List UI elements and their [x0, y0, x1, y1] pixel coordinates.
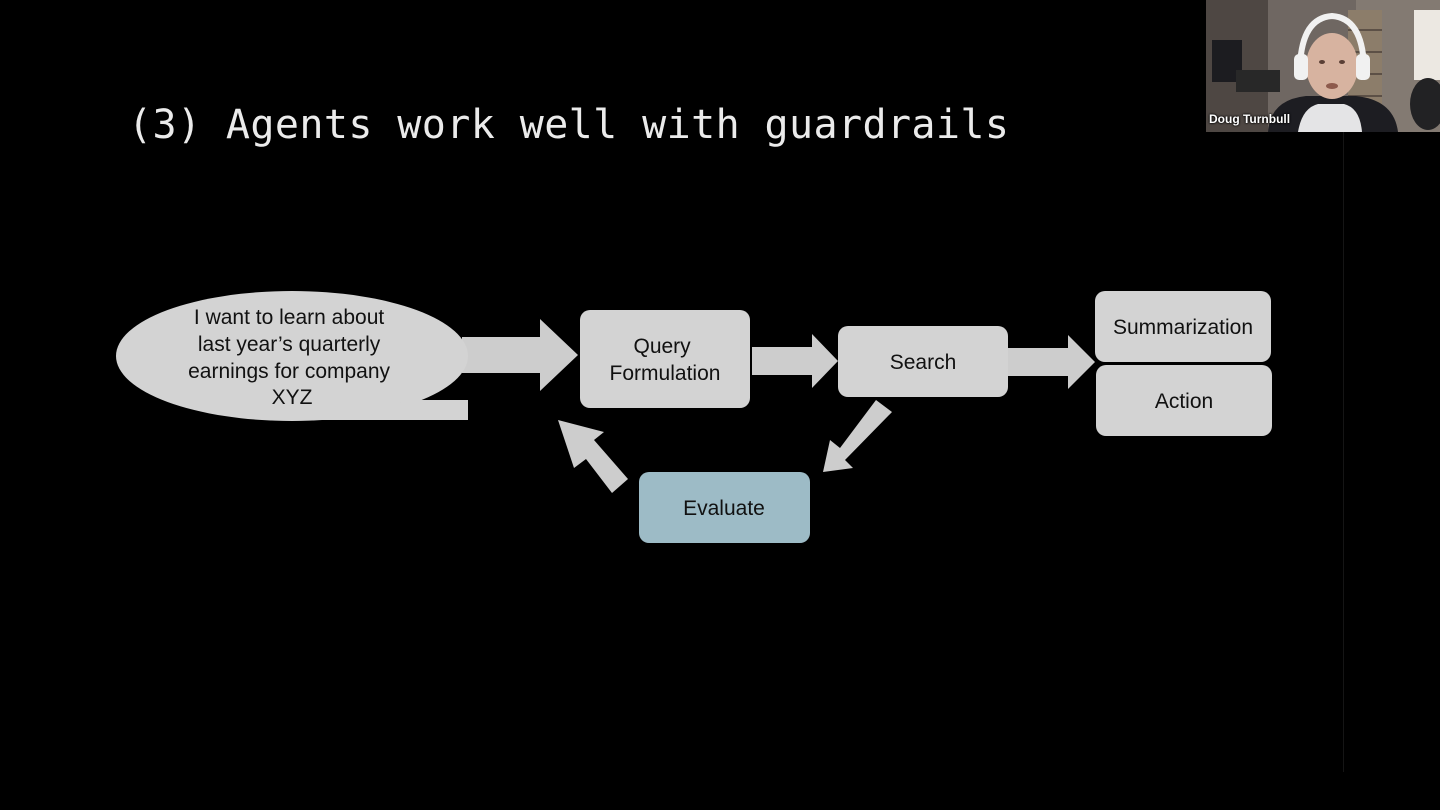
query-formulation-line-2: Formulation	[610, 362, 721, 385]
svg-text:I want to learn about: I want to learn about last year’s quarte…	[188, 306, 396, 409]
prompt-line-3: earnings for company	[188, 360, 390, 383]
search-label: Search	[890, 351, 957, 374]
divider-line	[1343, 132, 1344, 772]
search-node: Search	[838, 326, 1008, 397]
svg-text:Query Formulation: Query Formulation	[610, 335, 721, 385]
arrow-query-to-search	[752, 334, 838, 388]
arrow-search-to-evaluate	[823, 400, 892, 472]
arrow-prompt-to-query	[462, 319, 578, 391]
arrow-evaluate-to-query	[558, 420, 628, 493]
summarization-label: Summarization	[1113, 316, 1253, 339]
prompt-bubble: I want to learn about last year’s quarte…	[116, 291, 468, 421]
summarization-node: Summarization	[1095, 291, 1271, 362]
action-label: Action	[1155, 390, 1213, 413]
speaker-video-image	[1206, 0, 1440, 132]
prompt-line-4: XYZ	[272, 386, 313, 409]
speaker-video-tile[interactable]: Doug Turnbull	[1206, 0, 1440, 132]
query-formulation-line-1: Query	[633, 335, 691, 358]
evaluate-node: Evaluate	[639, 472, 810, 543]
slide-title: (3) Agents work well with guardrails	[128, 102, 1010, 148]
query-formulation-node: Query Formulation	[580, 310, 750, 408]
prompt-line-2: last year’s quarterly	[198, 333, 381, 356]
speaker-name-label: Doug Turnbull	[1209, 112, 1291, 126]
evaluate-label: Evaluate	[683, 497, 765, 520]
arrow-search-to-output	[1008, 335, 1095, 389]
prompt-line-1: I want to learn about	[194, 306, 384, 329]
action-node: Action	[1096, 365, 1272, 436]
